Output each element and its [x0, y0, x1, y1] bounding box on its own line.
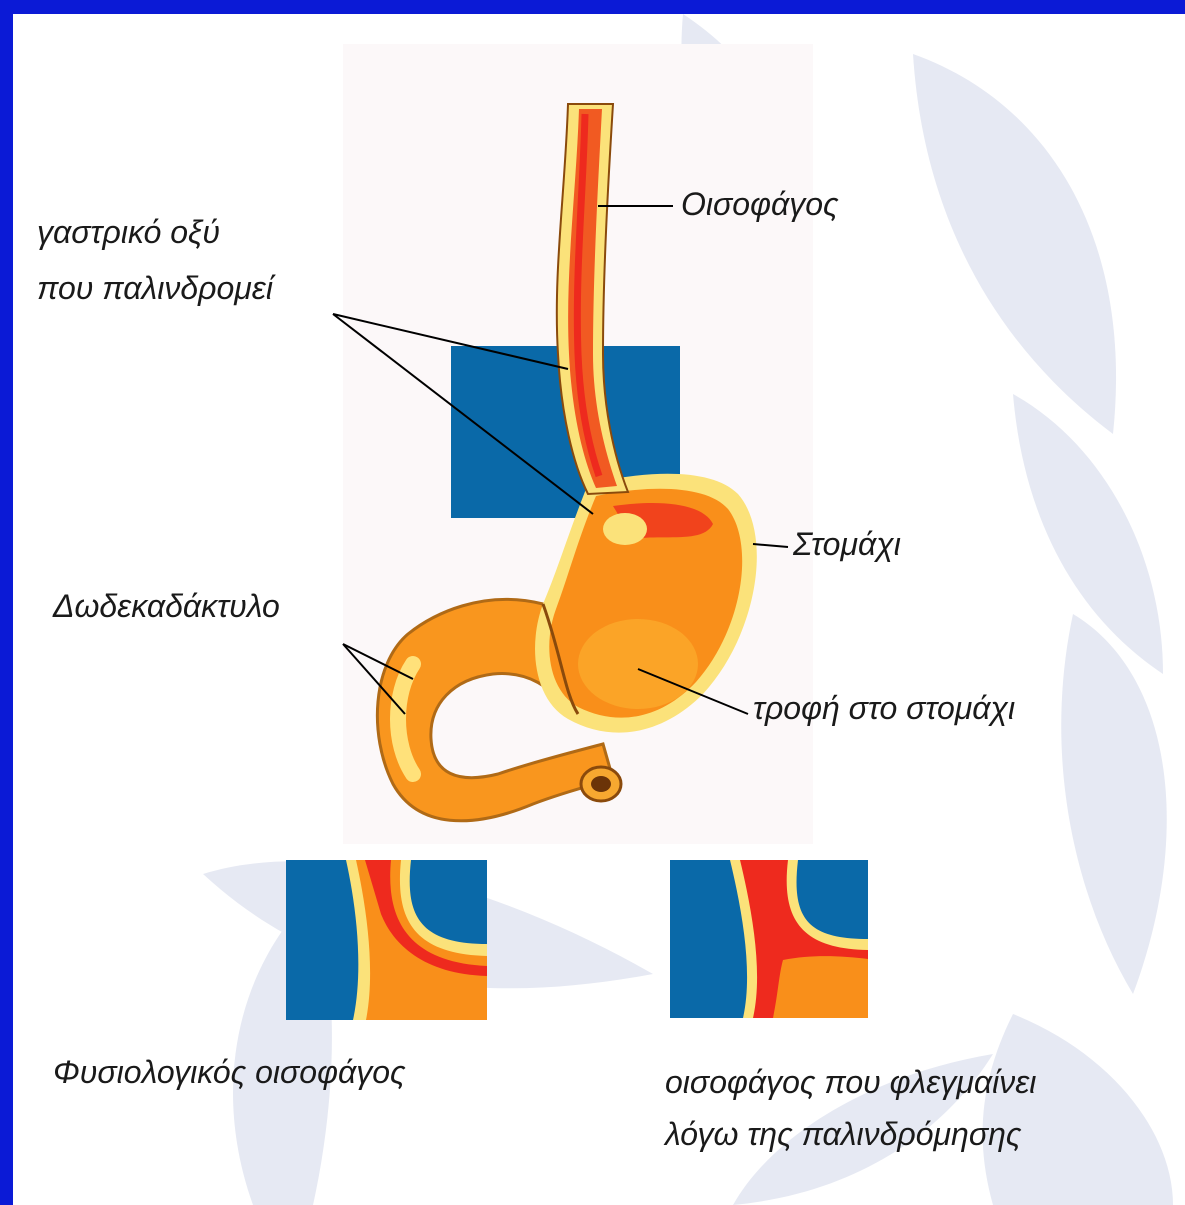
diagram-canvas: γαστρικό οξύ που παλινδρομεί Οισοφάγος Σ…	[13, 14, 1185, 1205]
label-reflux-line1: γαστρικό οξύ	[37, 214, 220, 251]
label-inflamed-line1: οισοφάγος που φλεγμαίνει	[665, 1064, 1036, 1101]
label-normal-esophagus: Φυσιολογικός οισοφάγος	[53, 1054, 406, 1091]
label-stomach: Στομάχι	[793, 526, 901, 563]
label-reflux-line2: που παλινδρομεί	[37, 270, 273, 307]
label-esophagus: Οισοφάγος	[681, 186, 839, 223]
inflamed-esophagus-inset	[670, 860, 868, 1018]
normal-esophagus-inset	[286, 860, 487, 1020]
label-food-in-stomach: τροφή στο στομάχι	[753, 690, 1015, 727]
label-inflamed-line2: λόγω της παλινδρόμησης	[665, 1116, 1021, 1153]
label-duodenum: Δωδεκαδάκτυλο	[53, 588, 280, 625]
